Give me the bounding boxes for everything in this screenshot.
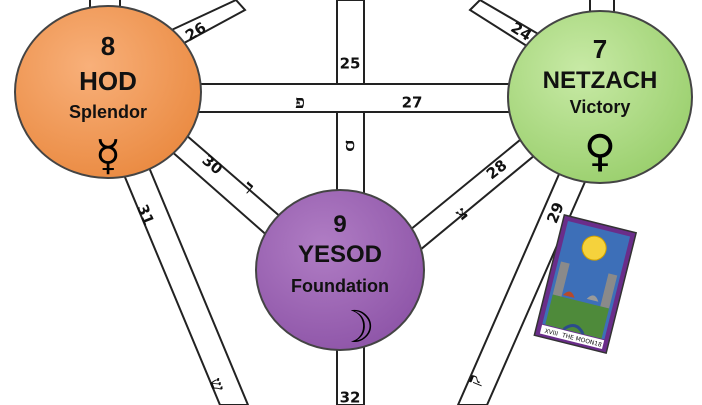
sephirah-yesod: 9 YESOD Foundation ☽ bbox=[255, 189, 425, 353]
hod-name: HOD bbox=[79, 66, 137, 96]
path-27-hebrew-letter: פ bbox=[295, 92, 305, 113]
path-32-number: 32 bbox=[340, 389, 361, 405]
netzach-circle bbox=[507, 10, 693, 184]
card-numeral-left: XVIII bbox=[544, 328, 559, 338]
path-25b-hebrew-letter: ס bbox=[345, 135, 355, 156]
hod-circle bbox=[14, 5, 202, 179]
netzach-meaning: Victory bbox=[570, 97, 631, 117]
sephirah-hod: 8 HOD Splendor ☿ bbox=[14, 5, 202, 180]
card-dog-icon bbox=[562, 291, 575, 298]
path-27-number: 27 bbox=[402, 94, 423, 112]
yesod-circle bbox=[255, 189, 425, 351]
netzach-number: 7 bbox=[593, 34, 607, 64]
card-moon-sun-icon bbox=[581, 235, 607, 261]
yesod-number: 9 bbox=[333, 211, 346, 238]
card-wolf-icon bbox=[586, 295, 599, 302]
sephirah-netzach: 7 NETZACH Victory ♀ bbox=[507, 10, 693, 184]
path-27-band bbox=[189, 83, 521, 113]
tarot-card-the-moon: XVIII THE MOON 18 bbox=[533, 214, 638, 355]
mercury-icon: ☿ bbox=[95, 131, 121, 180]
path-25-number: 25 bbox=[340, 55, 361, 73]
venus-icon: ♀ bbox=[584, 126, 616, 177]
hod-number: 8 bbox=[101, 31, 115, 61]
path-28-band bbox=[408, 138, 537, 252]
yesod-meaning: Foundation bbox=[291, 276, 389, 296]
moon-icon: ☽ bbox=[335, 302, 374, 353]
yesod-name: YESOD bbox=[298, 241, 382, 268]
card-numeral-right: 18 bbox=[593, 340, 602, 349]
hod-meaning: Splendor bbox=[69, 102, 147, 122]
netzach-name: NETZACH bbox=[543, 67, 658, 94]
